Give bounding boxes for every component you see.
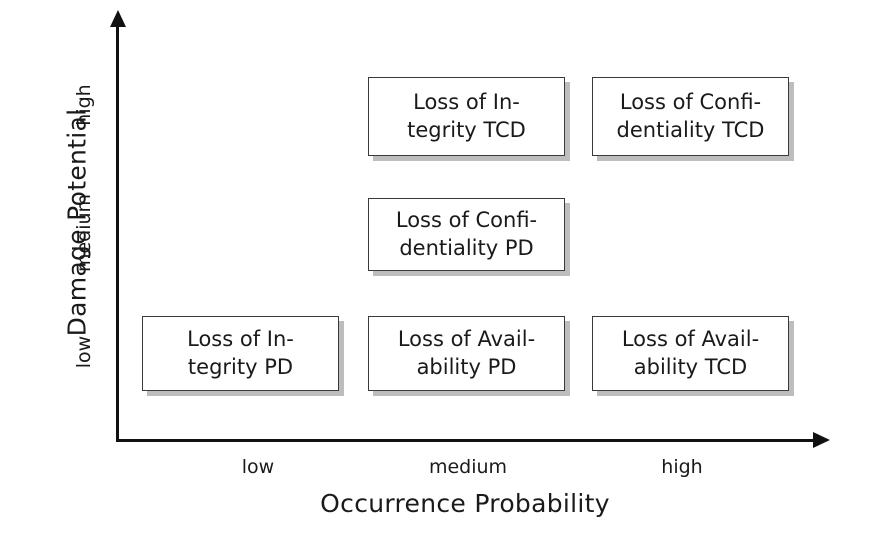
y-axis-line (116, 24, 119, 442)
risk-cell-label: Loss of Confi- dentiality PD (395, 207, 538, 260)
risk-cell-availability-pd: Loss of Avail- ability PD (368, 316, 565, 391)
x-axis-title: Occurrence Probability (320, 489, 610, 518)
x-tick-label-high: high (661, 456, 703, 478)
risk-cell-confidentiality-tcd: Loss of Confi- dentiality TCD (592, 77, 789, 156)
x-axis-arrow-icon (813, 432, 830, 448)
risk-cell-availability-tcd: Loss of Avail- ability TCD (592, 316, 789, 391)
risk-cell-label: Loss of In- tegrity PD (187, 326, 294, 379)
risk-cell-label: Loss of Confi- dentiality TCD (616, 89, 765, 142)
risk-cell-label: Loss of Avail- ability TCD (621, 326, 760, 379)
risk-cell-confidentiality-pd: Loss of Confi- dentiality PD (368, 198, 565, 271)
y-tick-label-high: high (73, 84, 95, 126)
x-tick-label-low: low (241, 456, 275, 478)
x-tick-label-medium: medium (428, 456, 508, 478)
y-tick-label-low: low (73, 335, 95, 369)
y-tick-label-medium: medium (73, 193, 95, 273)
risk-cell-label: Loss of In- tegrity TCD (407, 89, 526, 142)
risk-cell-integrity-pd: Loss of In- tegrity PD (142, 316, 339, 391)
risk-cell-label: Loss of Avail- ability PD (397, 326, 536, 379)
x-axis-line (116, 439, 816, 442)
risk-cell-integrity-tcd: Loss of In- tegrity TCD (368, 77, 565, 156)
y-axis-arrow-icon (110, 10, 126, 27)
